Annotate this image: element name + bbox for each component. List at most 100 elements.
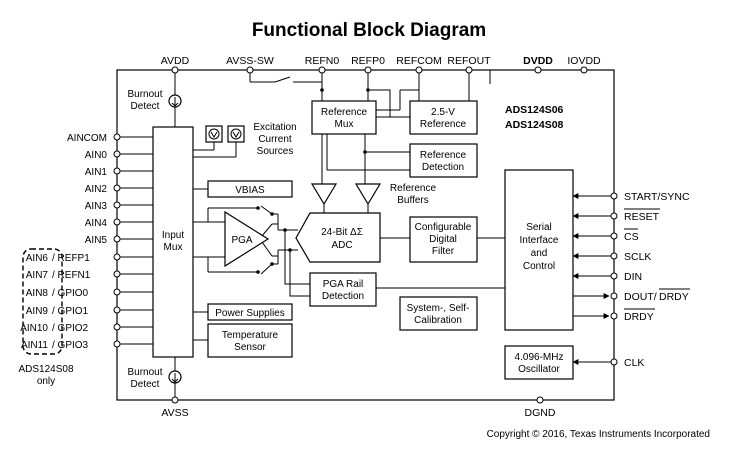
pin-label-reset: RESET	[624, 211, 660, 223]
top-pins: AVDD AVSS-SW REFN0 REFP0 REFCOM REFOUT D…	[161, 55, 601, 74]
pin-label-start-sync: START/SYNC	[624, 191, 690, 203]
reference-detection-block	[409, 143, 478, 178]
pin-dvdd	[534, 66, 542, 74]
serial-interface-label-1: Serial	[526, 222, 552, 233]
pin-ain4	[113, 218, 121, 226]
voltage-reference-label-1: 2.5-V	[431, 107, 455, 118]
reference-detection-label-2: Detection	[422, 162, 464, 173]
pga-label: PGA	[231, 235, 252, 246]
pin-label-refcom: REFCOM	[396, 55, 442, 67]
digital-filter-block	[409, 216, 478, 263]
input-mux-block	[152, 126, 194, 358]
pin-label-dout: DOUT/	[624, 291, 657, 303]
pin-label-gpio3: / GPIO3	[52, 340, 89, 351]
pin-label-ain11: AIN11	[21, 340, 48, 351]
copyright-notice: Copyright © 2016, Texas Instruments Inco…	[487, 429, 710, 440]
reference-mux-label-2: Mux	[335, 119, 354, 130]
reference-mux-block	[311, 100, 377, 135]
pga-rail-detection-label-2: Detection	[322, 291, 364, 302]
pin-iovdd	[580, 66, 588, 74]
pin-label-ain9: AIN9	[26, 306, 49, 317]
excitation-current-source-icon	[193, 125, 245, 158]
oscillator-label-2: Oscillator	[518, 364, 560, 375]
excitation-label-3: Sources	[257, 146, 294, 157]
power-supplies-label: Power Supplies	[215, 308, 284, 319]
reference-detection-label-1: Reference	[420, 150, 467, 161]
pin-ain1	[113, 167, 121, 175]
voltage-reference-label-2: Reference	[420, 119, 467, 130]
pin-start-sync	[610, 192, 618, 200]
burnout-bottom-label-2: Detect	[131, 379, 160, 390]
pin-label-ain7: AIN7	[26, 270, 49, 281]
pin-label-ain5: AIN5	[85, 235, 108, 246]
pin-label-drdy: DRDY	[624, 311, 654, 323]
reference-buffer-n	[310, 183, 338, 206]
ads124s08-only-label-2: only	[37, 376, 55, 387]
pin-ain0	[113, 150, 121, 158]
burnout-top-current-source-icon	[168, 94, 182, 108]
digital-filter-label-2: Digital	[429, 234, 457, 245]
avss-sw-switch	[274, 76, 291, 83]
pin-clk	[610, 358, 618, 366]
calibration-block	[399, 296, 478, 331]
pin-label-ain4: AIN4	[85, 218, 108, 229]
oscillator-label-1: 4.096-MHz	[515, 352, 564, 363]
pin-label-sclk: SCLK	[624, 251, 651, 263]
adc-label-2: ADC	[331, 240, 352, 251]
pin-label-din: DIN	[624, 271, 642, 283]
bottom-pins: AVSS DGND	[161, 396, 556, 419]
pin-aincom	[113, 133, 121, 141]
burnout-bottom-label-1: Burnout	[127, 367, 162, 378]
pin-reset	[610, 212, 618, 220]
pin-label-ain1: AIN1	[85, 167, 108, 178]
serial-interface-label-2: Interface	[520, 235, 559, 246]
pin-label-ain6: AIN6	[26, 253, 49, 264]
pin-drdy	[610, 312, 618, 320]
pin-avss	[171, 396, 179, 404]
ads124s08-only-label-1: ADS124S08	[18, 364, 73, 375]
oscillator-block	[504, 345, 574, 380]
pin-cs	[610, 232, 618, 240]
temperature-sensor-label-1: Temperature	[222, 330, 279, 341]
pin-dout-drdy	[610, 292, 618, 300]
pin-refp0	[364, 66, 372, 74]
excitation-label-2: Current	[258, 134, 292, 145]
pin-label-cs: CS	[624, 231, 639, 243]
left-pins: AINCOM AIN0 AIN1 AIN2 AIN3 AIN4 AIN5 AIN…	[20, 133, 153, 351]
pin-label-ain10: AIN10	[20, 323, 48, 334]
pin-refn0	[318, 66, 326, 74]
adc-label-1: 24-Bit ΔΣ	[321, 227, 363, 238]
pin-refcom	[415, 66, 423, 74]
pin-label-avss: AVSS	[161, 407, 188, 419]
input-mux-label-2: Mux	[164, 242, 183, 253]
pin-label-ain0: AIN0	[85, 150, 108, 161]
pin-label-gpio1: / GPIO1	[52, 306, 89, 317]
pin-label-dout-drdy: DRDY	[659, 291, 689, 303]
pga-bypass-switches	[207, 205, 298, 275]
burnout-top-label-2: Detect	[131, 101, 160, 112]
pin-ain8-gpio0	[113, 288, 121, 296]
pin-avdd	[171, 66, 179, 74]
pin-ain10-gpio2	[113, 323, 121, 331]
pin-label-ain8: AIN8	[26, 288, 49, 299]
pin-label-dgnd: DGND	[525, 407, 556, 419]
pga-amplifier	[224, 210, 270, 268]
pga-rail-detection-block	[309, 272, 377, 307]
reference-buffers-label-1: Reference	[390, 183, 437, 194]
digital-filter-label-1: Configurable	[415, 222, 472, 233]
burnout-top-label-1: Burnout	[127, 89, 162, 100]
pin-ain7-refn1	[113, 270, 121, 278]
pin-ain9-gpio1	[113, 306, 121, 314]
pin-label-gpio0: / GPIO0	[52, 288, 89, 299]
burnout-bottom-current-source-icon	[168, 370, 182, 384]
part-number-ads124s06: ADS124S06	[505, 104, 564, 116]
pin-label-avss-sw: AVSS-SW	[226, 55, 274, 67]
pin-ain6-refp1	[113, 253, 121, 261]
pin-label-dvdd: DVDD	[523, 55, 553, 67]
pin-ain5	[113, 235, 121, 243]
part-number-ads124s08: ADS124S08	[505, 119, 564, 131]
pin-label-refp1: / REFP1	[52, 253, 90, 264]
pin-din	[610, 272, 618, 280]
pin-label-avdd: AVDD	[161, 55, 190, 67]
serial-interface-block	[504, 169, 574, 331]
